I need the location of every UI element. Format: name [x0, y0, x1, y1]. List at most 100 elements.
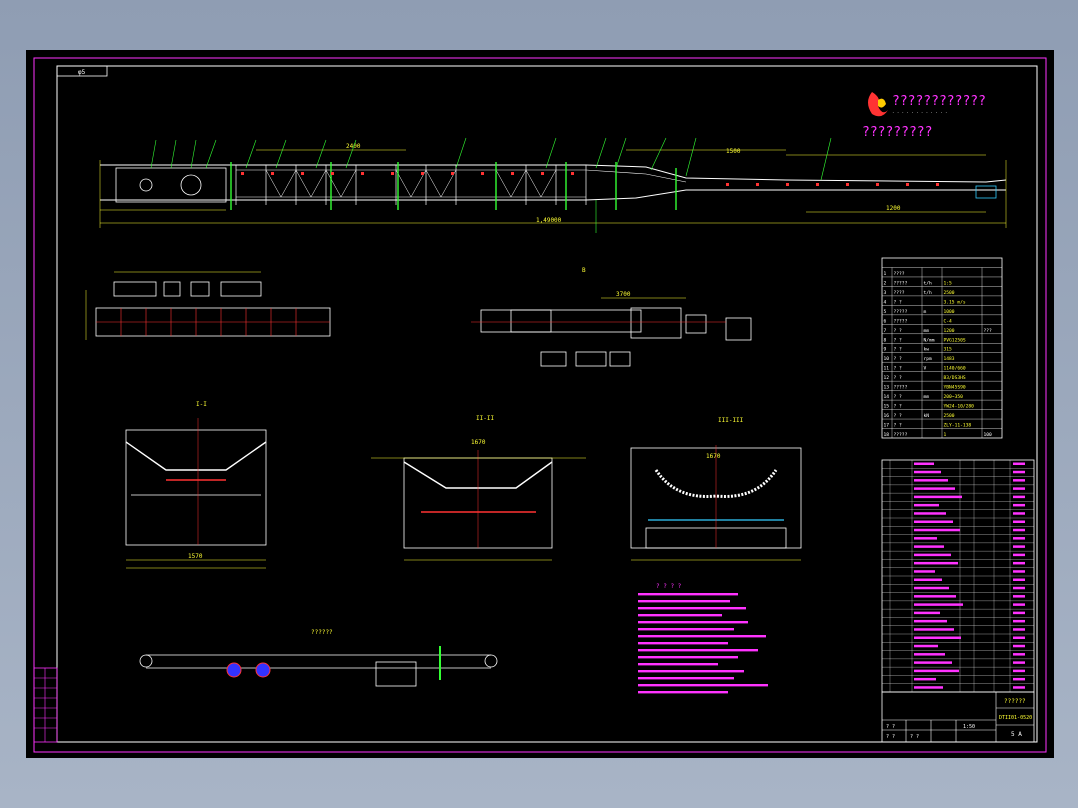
- dim-drive-len: 3700: [616, 291, 631, 298]
- param-cell: ? ?: [894, 366, 903, 372]
- bill-of-materials: [881, 459, 1035, 693]
- dim-idler-2-width: 1670: [471, 439, 486, 446]
- label-check: ? ?: [886, 734, 895, 740]
- param-cell: 14: [884, 394, 890, 400]
- scale: 1:50: [963, 724, 975, 730]
- param-cell: ? ?: [894, 375, 903, 381]
- section-1-label: I-I: [196, 401, 207, 408]
- param-cell: 1200: [944, 328, 955, 334]
- title-block: ?????? DTII01-0520 5 A 1:50 ? ? ? ? ? ?: [881, 691, 1035, 743]
- param-cell: ?????: [894, 309, 908, 315]
- param-cell: m: [924, 310, 927, 315]
- section-b-label: B: [582, 267, 586, 274]
- param-cell: ????: [894, 271, 905, 277]
- param-cell: 12: [884, 375, 890, 381]
- belt-path-title: ??????: [311, 629, 333, 636]
- param-cell: N/mm: [924, 337, 935, 343]
- param-cell: 18: [884, 432, 890, 438]
- param-cell: ZLY-11-138: [944, 423, 972, 429]
- param-cell: ? ?: [894, 394, 903, 400]
- param-cell: 5: [884, 309, 887, 315]
- param-cell: 6: [884, 318, 887, 324]
- param-cell: 2500: [944, 413, 955, 419]
- drive-detail: B 3700: [471, 267, 752, 367]
- param-cell: mm: [924, 395, 930, 400]
- param-cell: 13: [884, 385, 890, 391]
- param-cell: 1:5: [944, 280, 953, 286]
- drawing-canvas: φ5 ???????????? · · · · · · · · · · · · …: [33, 57, 1047, 753]
- param-cell: 1140/660: [944, 366, 966, 372]
- label-approve: ? ?: [910, 734, 919, 740]
- param-cell: 100: [984, 432, 993, 438]
- label-design: ? ?: [886, 724, 895, 730]
- section-3-label: III-III: [718, 417, 744, 424]
- company-name: ?????????: [862, 125, 932, 140]
- param-cell: 15: [884, 404, 890, 410]
- drawing-number: DTII01-0520: [999, 715, 1032, 721]
- inner-frame: [56, 65, 1038, 743]
- param-cell: t/h: [924, 280, 933, 286]
- param-cell: YBN45S90: [944, 385, 966, 391]
- sheet-number: 5 A: [1011, 731, 1022, 738]
- param-cell: 3.15 m/s: [944, 299, 966, 305]
- param-cell: 1000: [944, 309, 955, 315]
- param-cell: mm: [924, 329, 930, 334]
- param-cell: 1483: [944, 356, 955, 362]
- param-cell: ? ?: [894, 299, 903, 305]
- param-cell: rpm: [924, 357, 933, 362]
- param-cell: 8: [884, 337, 887, 343]
- dim-idler-1-width: 1570: [188, 553, 203, 560]
- param-cell: 1: [884, 271, 887, 277]
- param-cell: ????: [894, 290, 905, 296]
- belt-path-diagram: ??????: [139, 629, 498, 687]
- param-cell: ? ?: [894, 356, 903, 362]
- param-cell: YW24-10/280: [944, 404, 975, 410]
- param-cell: 16: [884, 413, 890, 419]
- param-cell: 10: [884, 356, 890, 362]
- param-cell: 2: [884, 280, 887, 286]
- param-cell: ?????: [894, 385, 908, 391]
- param-cell: 11: [884, 366, 890, 372]
- param-cell: 7: [884, 328, 887, 334]
- left-revision-strip: [33, 667, 58, 743]
- drawing-name: ??????: [1004, 698, 1026, 705]
- section-2-label: II-II: [476, 415, 494, 422]
- company-logo: [868, 92, 888, 117]
- corner-tag: φ5: [78, 69, 86, 76]
- technical-notes: ? ? ? ?: [638, 583, 768, 694]
- param-cell: ? ?: [894, 337, 903, 343]
- param-cell: PVG1250S: [944, 337, 966, 343]
- param-cell: B3/DS3HS: [944, 375, 966, 381]
- param-cell: 4: [884, 299, 887, 305]
- param-cell: 9: [884, 347, 887, 353]
- param-cell: C-4: [944, 318, 953, 324]
- param-cell: ? ?: [894, 423, 903, 429]
- idler-section-3: III-III 1670: [630, 417, 802, 561]
- logo-text: ????????????: [892, 94, 986, 109]
- param-cell: ?????: [894, 280, 908, 286]
- dim-idler-3-width: 1670: [706, 453, 721, 460]
- param-cell: 3: [884, 290, 887, 296]
- idler-section-2: II-II 1670: [371, 415, 586, 561]
- param-cell: V: [924, 366, 927, 372]
- dim-d3: 1500: [726, 148, 741, 155]
- param-cell: 1: [944, 432, 947, 438]
- idler-section-1: I-I 1570: [125, 401, 267, 569]
- param-cell: 17: [884, 423, 890, 429]
- outer-frame: [33, 57, 1047, 753]
- param-cell: t/h: [924, 290, 933, 296]
- param-cell: 2500: [944, 290, 955, 296]
- param-cell: ? ?: [894, 347, 903, 353]
- cad-drawing-sheet: φ5 ???????????? · · · · · · · · · · · · …: [26, 50, 1054, 758]
- param-cell: 200~350: [944, 394, 964, 400]
- param-cell: 315: [944, 347, 953, 353]
- param-cell: kN: [924, 413, 930, 419]
- param-cell: ?????: [894, 432, 908, 438]
- corner-tag-box: [56, 65, 108, 77]
- parameter-table: 1???? 2????? t/h 1:5 3???? t/h 2500 4 ? ? 3.15 m/…: [881, 257, 1003, 439]
- dim-total-length: 1,49000: [536, 217, 562, 224]
- param-cell: ???: [984, 328, 993, 334]
- param-cell: ? ?: [894, 413, 903, 419]
- conveyor-elevation: 1,49000 2400 1500 1200: [99, 137, 1007, 233]
- notes-title: ? ? ? ?: [656, 583, 682, 590]
